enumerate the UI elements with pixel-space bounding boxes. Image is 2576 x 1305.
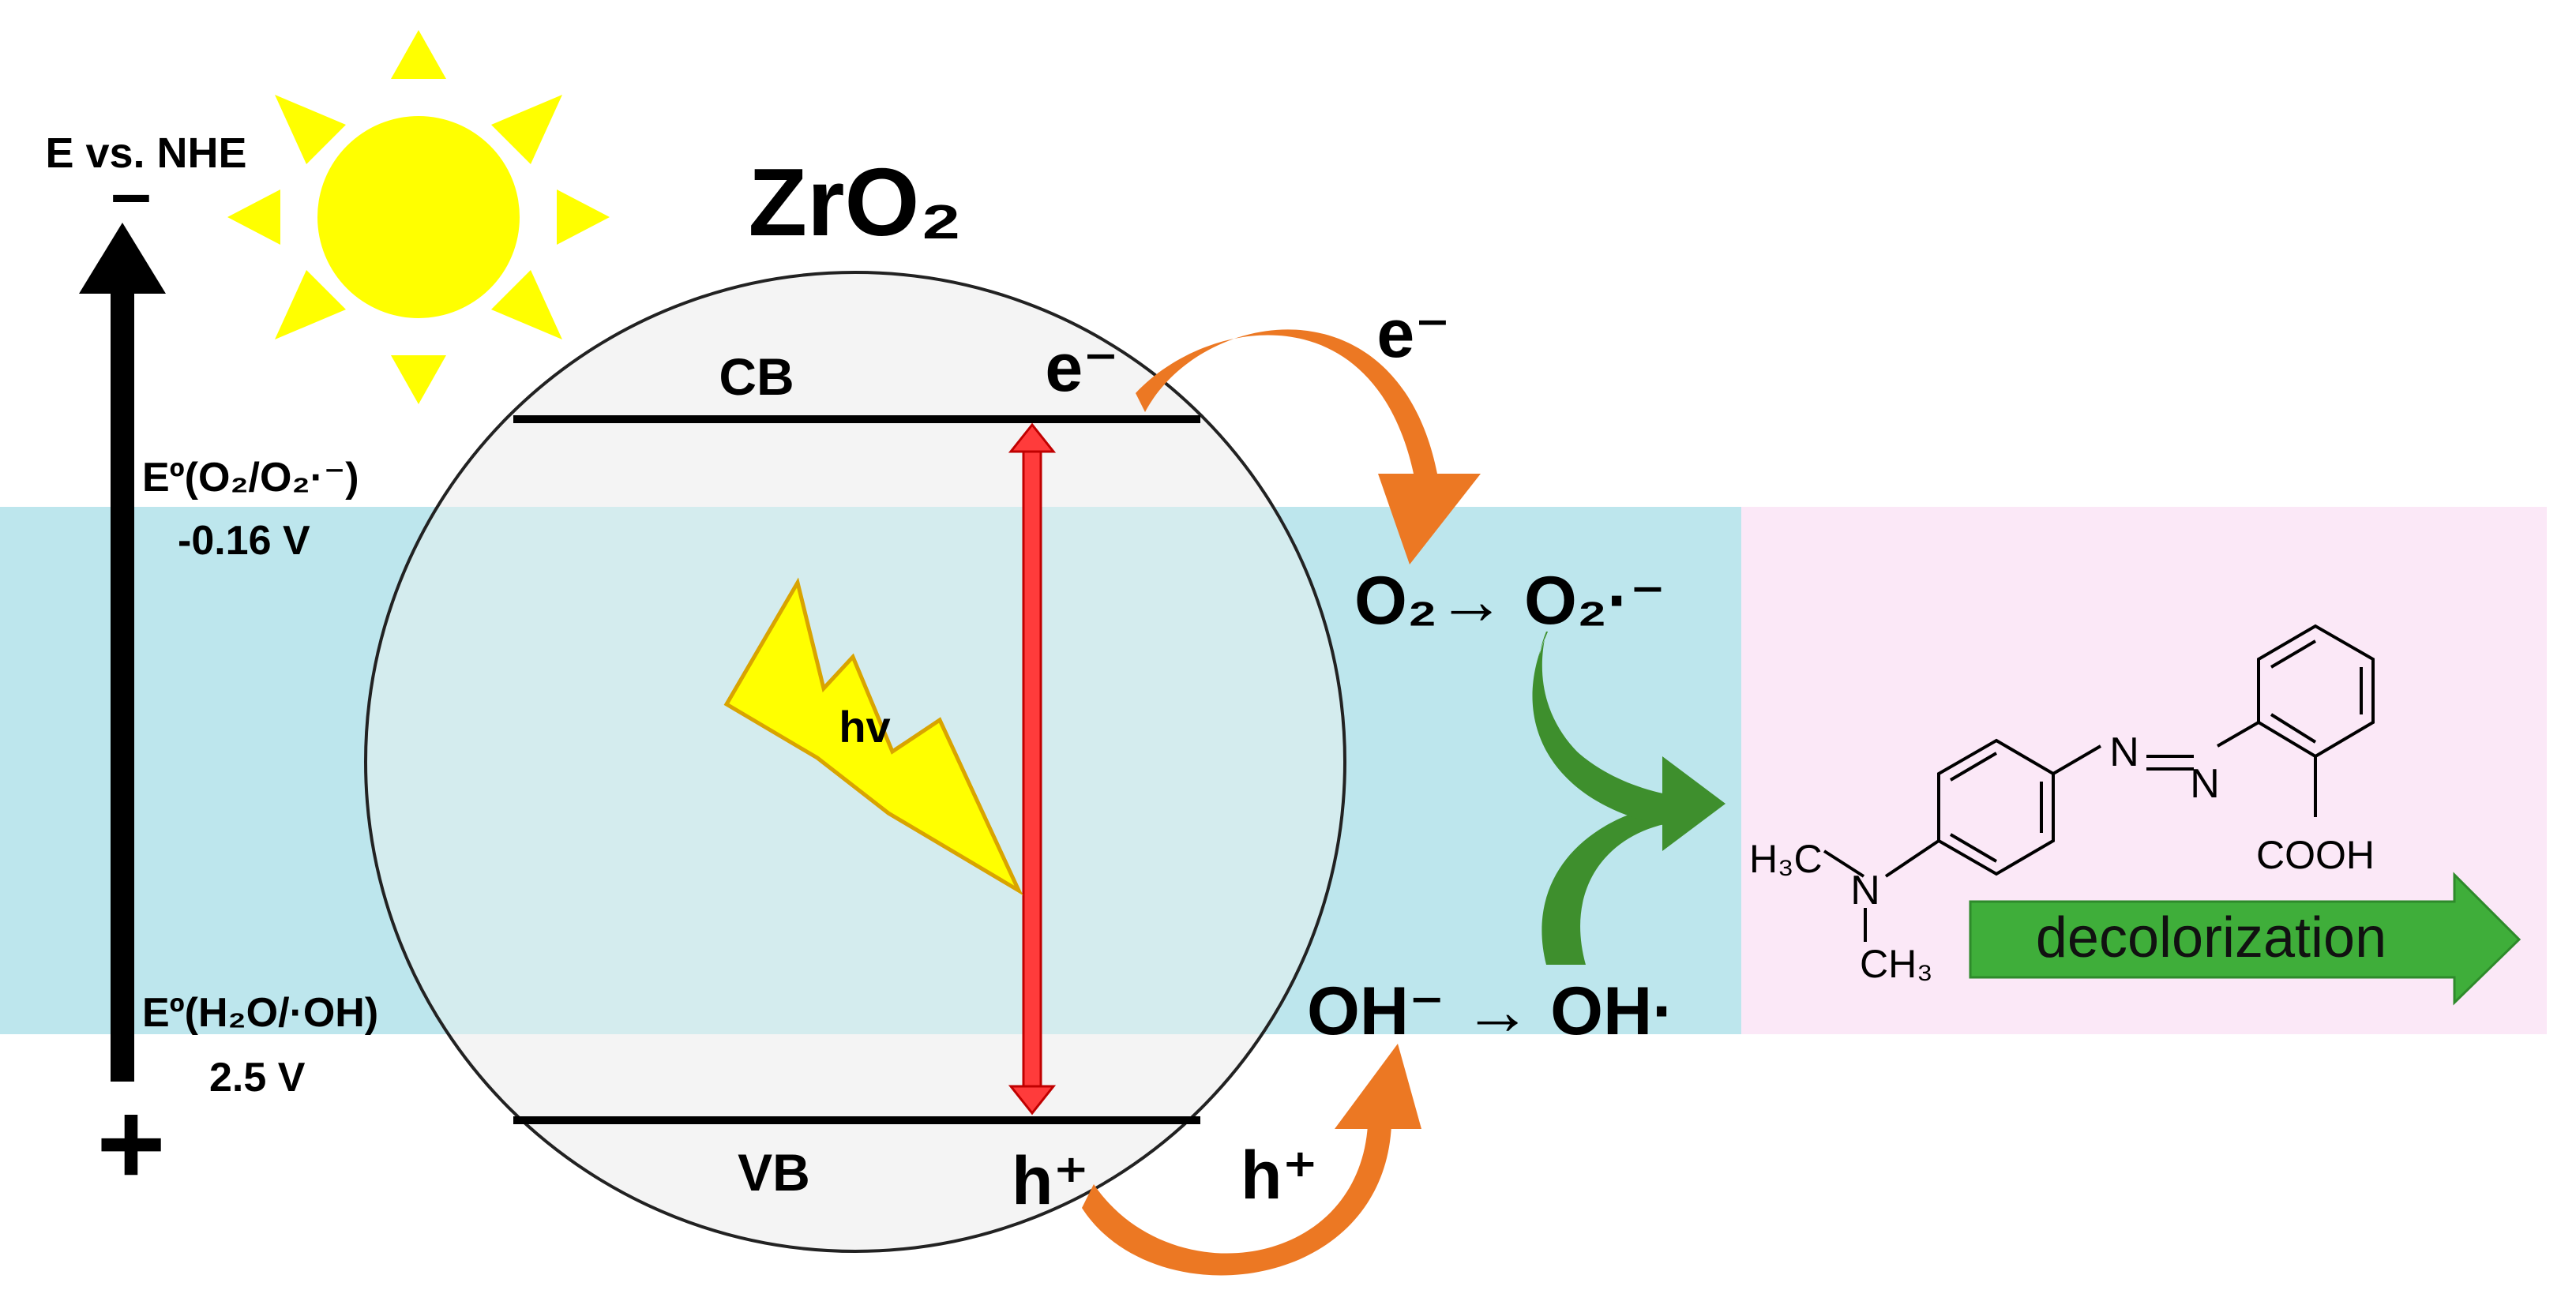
axis-label: E vs. NHE	[45, 129, 246, 177]
decolorization-label: decolorization	[2036, 906, 2386, 969]
cb-label: CB	[719, 347, 794, 406]
vb-label: VB	[738, 1143, 810, 1202]
dye-amine-n-label: N	[1850, 868, 1880, 913]
hydroxyl-potential-value: 2.5 V	[209, 1055, 306, 1101]
dye-molecule	[1823, 624, 2375, 942]
electron-transfer-arrow	[1136, 329, 1481, 564]
hole-transfer-label: h⁺	[1241, 1138, 1318, 1213]
superoxide-potential-value: -0.16 V	[178, 518, 310, 564]
hole-transfer-arrow	[1082, 1044, 1421, 1276]
superoxide-potential-label: Eº(O₂/O₂·⁻)	[142, 455, 359, 501]
page-title: ZrO₂	[748, 148, 962, 256]
excitation-arrow	[1008, 422, 1057, 1116]
dye-azo-n1-label: N	[2109, 729, 2139, 775]
dye-cooh-label: COOH	[2256, 833, 2375, 877]
photon-label: hv	[839, 702, 890, 752]
energy-axis	[79, 223, 166, 1082]
axis-negative-sign: –	[111, 153, 151, 234]
axis-positive-sign: +	[96, 1077, 166, 1209]
hole-vb-label: h⁺	[1012, 1143, 1089, 1219]
decolorization-arrow	[1969, 872, 2522, 1006]
product-arrows	[1532, 632, 1725, 965]
dye-h3c-label: H₃C	[1749, 837, 1823, 881]
dye-azo-n2-label: N	[2190, 761, 2220, 807]
valence-band-line	[513, 1116, 1200, 1124]
sun-icon	[227, 30, 610, 404]
electron-cb-label: e⁻	[1045, 330, 1118, 406]
conduction-band-line	[513, 415, 1200, 423]
electron-transfer-label: e⁻	[1376, 296, 1450, 372]
hydroxide-oxidation-reaction: OH⁻ → OH·	[1307, 973, 1675, 1049]
lightning-icon	[723, 577, 1023, 896]
oxygen-reduction-reaction: O₂→ O₂·⁻	[1354, 563, 1665, 639]
hydroxyl-potential-label: Eº(H₂O/·OH)	[142, 990, 378, 1036]
dye-ch3-label: CH₃	[1860, 942, 1933, 986]
